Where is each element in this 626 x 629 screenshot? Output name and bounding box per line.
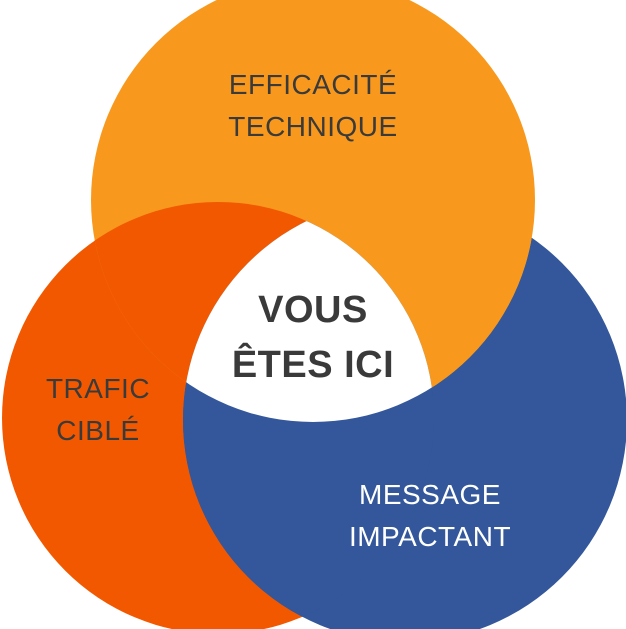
label-top-line2: TECHNIQUE bbox=[228, 111, 398, 142]
label-efficacite-technique: EFFICACITÉ TECHNIQUE bbox=[163, 64, 463, 148]
label-left-line1: TRAFIC bbox=[45, 373, 151, 404]
label-vous-etes-ici: VOUS ÊTES ICI bbox=[183, 283, 443, 393]
label-message-impactant: MESSAGE IMPACTANT bbox=[310, 474, 550, 558]
label-trafic-cible: TRAFIC CIBLÉ bbox=[18, 368, 178, 452]
label-right-line2: IMPACTANT bbox=[348, 521, 512, 552]
label-left-line2: CIBLÉ bbox=[56, 415, 140, 446]
label-center-line2: ÊTES ICI bbox=[231, 344, 395, 387]
label-right-line1: MESSAGE bbox=[359, 479, 501, 510]
label-center-line1: VOUS bbox=[258, 289, 368, 331]
label-top-line1: EFFICACITÉ bbox=[228, 69, 398, 100]
